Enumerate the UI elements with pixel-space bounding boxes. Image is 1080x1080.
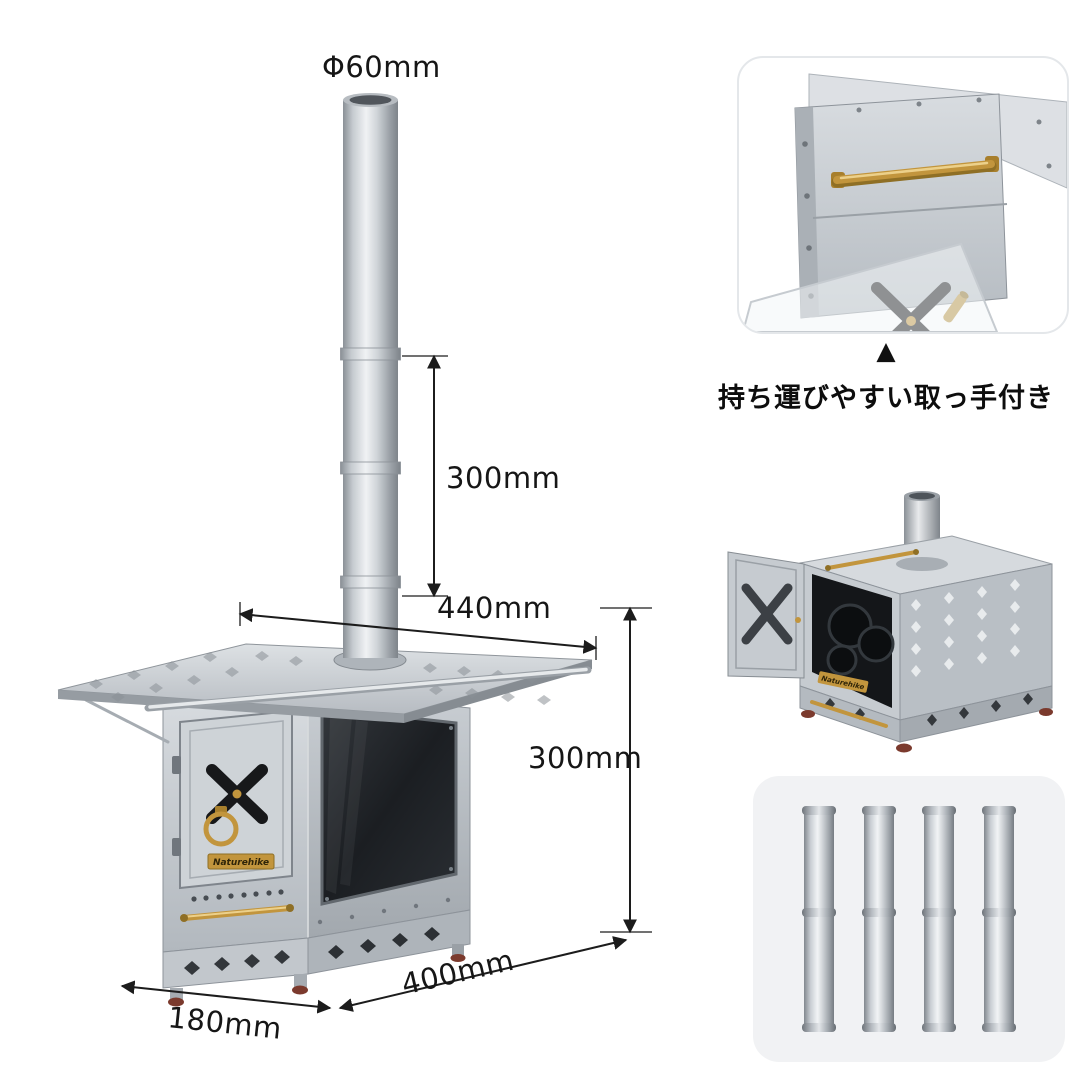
vent-hole-row — [191, 889, 284, 902]
photo2-open-door — [727, 551, 805, 679]
side-screw-row — [317, 897, 451, 925]
pipe-segment — [922, 806, 956, 1032]
glass-window — [320, 706, 458, 906]
handle-closeup-card — [737, 56, 1069, 334]
pipe-joint — [802, 907, 836, 917]
pipe-rim — [922, 806, 956, 815]
photo2-carry-bar — [810, 700, 888, 728]
pipe-joint — [862, 907, 896, 917]
dim-line-body-width — [120, 980, 332, 1014]
pipe-segment — [802, 806, 836, 1032]
dim-label-chimney-diameter: Φ60mm — [322, 50, 441, 84]
pipe-joint — [982, 907, 1016, 917]
brand-plate-text: Naturehike — [213, 858, 269, 868]
dim-label-body-height: 300mm — [528, 741, 643, 775]
dim-line-table-width — [238, 602, 598, 660]
open-door-stove-svg: Naturehike — [727, 491, 1053, 753]
door-ring-handle — [203, 806, 239, 847]
chimney-pipe — [340, 93, 401, 658]
stove-body: Naturehike — [162, 691, 471, 953]
main-stove-illustration: Naturehike — [57, 93, 652, 1014]
pipe-joint — [340, 575, 401, 589]
dim-line-body-depth — [338, 936, 628, 1012]
tabletop — [57, 643, 593, 744]
carry-handle-bar — [180, 904, 294, 922]
pipe-rim — [862, 806, 896, 815]
handle-caption: 持ち運びやすい取っ手付き — [718, 383, 1054, 414]
hinge-strip — [795, 107, 819, 318]
pipe-rim — [922, 1023, 956, 1032]
open-door-stove-photo: Naturehike — [700, 468, 1080, 763]
dim-label-table-width: 440mm — [437, 591, 552, 625]
pipe-joint — [340, 347, 401, 361]
acrylic-sheet — [741, 242, 999, 332]
pipe-joint — [922, 907, 956, 917]
handle-closeup-photo — [741, 73, 1067, 332]
dim-label-chimney-segment: 300mm — [446, 461, 561, 495]
photo2-base — [799, 685, 1053, 753]
foot-front — [292, 985, 308, 995]
pipe-rim — [802, 806, 836, 815]
photo2-top-handle — [825, 549, 919, 571]
pipe-segment — [862, 806, 896, 1032]
pipe-segments-card — [753, 776, 1065, 1062]
pipe-rim — [802, 1023, 836, 1032]
dimension-lines — [120, 354, 652, 1014]
pipe-rim — [982, 1023, 1016, 1032]
panel-screws — [856, 97, 1052, 169]
pipe-segment — [982, 806, 1016, 1032]
pipe-joint — [340, 461, 401, 475]
brand-plate: Naturehike — [207, 853, 275, 870]
door-hinge-top — [172, 756, 181, 774]
pipe-rim — [862, 1023, 896, 1032]
up-triangle-pointer: ▲ — [876, 336, 896, 365]
door-hinge-bottom — [172, 838, 181, 856]
dim-line-body-height — [600, 606, 652, 934]
dim-line-chimney-segment — [402, 354, 448, 598]
brass-carry-handle — [831, 156, 999, 188]
pipe-rim — [982, 806, 1016, 815]
table-support-rod — [144, 666, 592, 712]
panel-seam — [812, 203, 1008, 219]
